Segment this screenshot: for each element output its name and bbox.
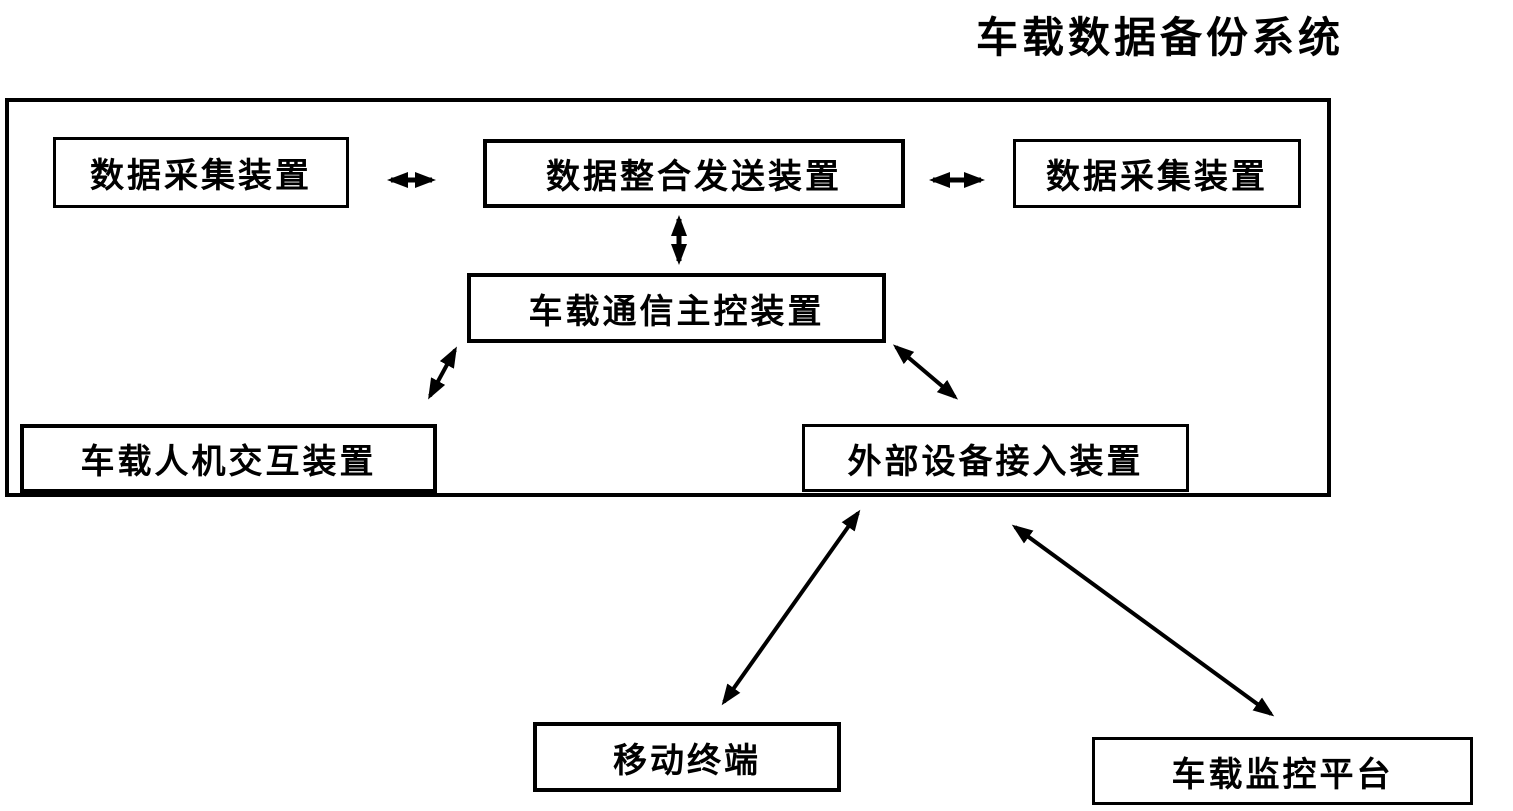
node-vehicle-hmi: 车载人机交互装置 [20,424,437,493]
node-label: 车载通信主控装置 [528,292,825,331]
node-label: 车载监控平台 [1171,755,1394,794]
node-data-integration-sender: 数据整合发送装置 [483,139,905,208]
node-label: 外部设备接入装置 [847,442,1144,481]
node-label: 移动终端 [613,741,761,780]
node-external-device-access: 外部设备接入装置 [802,424,1189,492]
arrow-external-access-mobile-terminal [721,509,861,706]
node-data-collector-left: 数据采集装置 [53,137,349,208]
node-mobile-terminal: 移动终端 [533,722,841,792]
node-vehicle-monitor-platform: 车载监控平台 [1092,737,1473,805]
node-label: 数据采集装置 [1046,158,1268,196]
diagram-title: 车载数据备份系统 [975,14,1344,61]
node-label: 车载人机交互装置 [80,443,377,481]
node-label: 数据采集装置 [90,157,312,195]
node-label: 数据整合发送装置 [546,158,842,196]
system-boundary-box [5,98,1331,497]
node-data-collector-right: 数据采集装置 [1013,139,1301,208]
node-vehicle-comm-master: 车载通信主控装置 [467,273,886,343]
arrow-external-access-monitor-platform [1011,524,1275,717]
